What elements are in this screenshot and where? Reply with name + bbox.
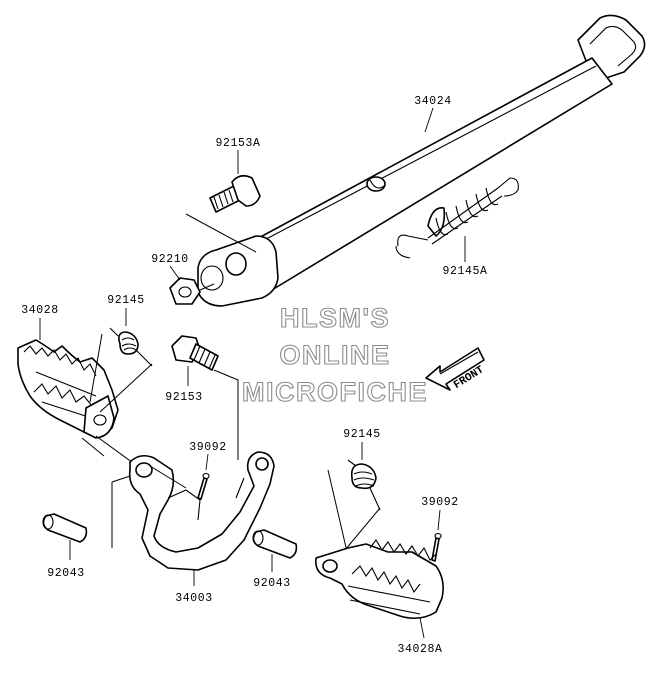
label-nut: 92210 [151, 253, 189, 266]
label-stand-bar: 34024 [414, 95, 452, 108]
footrest-right [314, 539, 444, 639]
label-footrest-right: 34028A [397, 643, 442, 656]
label-cotter-pin-left: 39092 [189, 441, 227, 454]
watermark-line-3: MICROFICHE [242, 377, 428, 407]
spring-left [89, 308, 153, 413]
watermark-line-1: HLSM'S [280, 303, 390, 333]
nut-92210 [169, 265, 215, 305]
bracket-34003 [111, 451, 275, 586]
spring-right [327, 442, 381, 557]
label-bolt-upper: 92153A [215, 137, 260, 150]
pin-left [42, 513, 88, 560]
label-cotter-pin-right: 39092 [421, 496, 459, 509]
cotter-pin-left [197, 453, 210, 500]
label-bolt-lower: 92153 [165, 391, 203, 404]
cotter-pin-right [431, 509, 442, 562]
front-arrow: FRONT [425, 347, 487, 392]
pin-right [252, 529, 298, 572]
spring-92145A [395, 177, 519, 262]
label-spring-long: 92145A [442, 265, 487, 278]
label-spring-left: 92145 [107, 294, 145, 307]
stand-bar [197, 14, 646, 307]
label-pin-left: 92043 [47, 567, 85, 580]
label-pin-right: 92043 [253, 577, 291, 590]
label-spring-right: 92145 [343, 428, 381, 441]
bolt-92153 [171, 335, 239, 460]
label-bracket: 34003 [175, 592, 213, 605]
label-footrest-left: 34028 [21, 304, 59, 317]
watermark: HLSM'S ONLINE MICROFICHE [241, 302, 428, 407]
bolt-92153A [185, 150, 261, 253]
watermark-line-2: ONLINE [279, 340, 390, 370]
callout-labels: 34024 92153A 92145A 92210 34028 92145 92… [21, 95, 487, 656]
